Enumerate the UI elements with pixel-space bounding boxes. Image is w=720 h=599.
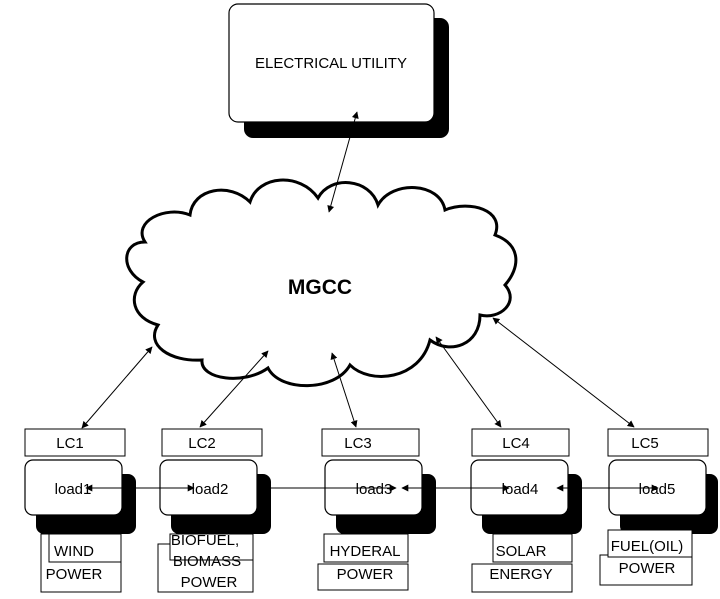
electrical-utility-node: ELECTRICAL UTILITY (228, 3, 449, 138)
lc1-label: LC1 (56, 435, 84, 452)
mgcc-lc-links (81, 317, 635, 429)
utility-mgcc-link (327, 111, 359, 213)
mgcc-lc3-link (330, 352, 358, 428)
electrical-utility-label: ELECTRICAL UTILITY (255, 55, 407, 72)
wind-power-box (48, 533, 122, 563)
solar-energy-label-line2: ENERGY (489, 566, 552, 583)
wind-power-label-line2: POWER (46, 566, 103, 583)
lc3-label: LC3 (344, 435, 372, 452)
hyderal-power-label-line1: HYDERAL (330, 543, 401, 560)
load3-label: load3 (356, 481, 393, 498)
solar-energy-box (492, 533, 573, 563)
wind-power-label-line1: WIND (54, 543, 94, 560)
local-unit-4: LC4 load4 SOLAR ENERGY (470, 428, 582, 593)
hyderal-power-label-line2: POWER (337, 566, 394, 583)
lc5-label: LC5 (631, 435, 659, 452)
biomass-power-box (169, 533, 254, 561)
load4-label: load4 (502, 481, 539, 498)
mgcc-cloud: MGCC (125, 178, 518, 388)
load1-label: load1 (55, 481, 92, 498)
fuel-oil-power-label-line1: FUEL(OIL) (611, 538, 684, 555)
local-unit-3: LC3 load3 HYDERAL POWER (317, 428, 436, 591)
mgcc-lc5-link (492, 317, 635, 428)
load5-label: load5 (639, 481, 676, 498)
fuel-oil-power-label-line2: POWER (619, 560, 676, 577)
local-unit-1: LC1 load1 WIND POWER (24, 428, 136, 593)
mgcc-lc4-link (435, 336, 502, 428)
mgcc-label: MGCC (288, 276, 352, 299)
lc5-box (607, 428, 709, 457)
biomass-power-label-line2: BIOMASS (173, 553, 241, 570)
mgcc-lc2-link (199, 350, 269, 428)
lc4-label: LC4 (502, 435, 530, 452)
load2-label: load2 (192, 481, 229, 498)
biomass-power-label-line3: POWER (181, 574, 238, 591)
mgcc-lc1-link (81, 346, 153, 429)
lc4-box (471, 428, 570, 457)
biomass-power-label-line1: BIOFUEL, (171, 532, 239, 549)
solar-energy-label-line1: SOLAR (496, 543, 547, 560)
local-unit-2: LC2 load2 BIOFUEL, BIOMASS POWER (157, 428, 271, 593)
lc1-box (24, 428, 126, 457)
lc3-box (321, 428, 420, 457)
local-unit-5: LC5 load5 FUEL(OIL) POWER (599, 428, 718, 586)
lc2-box (161, 428, 263, 457)
hyderal-power-box (323, 533, 409, 563)
lc2-label: LC2 (188, 435, 216, 452)
fuel-oil-power-box (607, 529, 693, 558)
